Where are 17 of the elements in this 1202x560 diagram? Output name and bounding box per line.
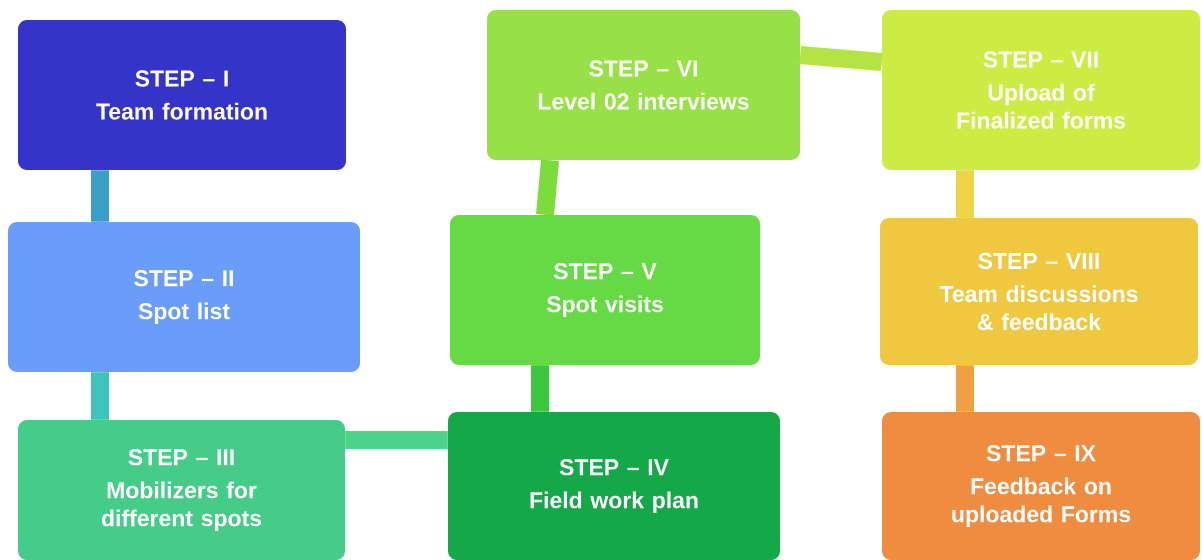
connector-bar: [799, 46, 883, 71]
step-box: STEP – IX Feedback on uploaded Forms: [882, 412, 1200, 560]
step-box: STEP – III Mobilizers for different spots: [18, 420, 345, 560]
step-box: STEP – VIII Team discussions & feedback: [880, 218, 1198, 365]
connector-bar: [956, 365, 974, 412]
step-box: STEP – V Spot visits: [450, 215, 760, 365]
connector-bar: [536, 159, 559, 216]
step-box: STEP – II Spot list: [8, 222, 360, 372]
connector-bar: [91, 372, 109, 420]
step-box: STEP – VII Upload of Finalized forms: [882, 10, 1200, 170]
connector-bar: [531, 365, 549, 412]
step-box: STEP – VI Level 02 interviews: [487, 10, 800, 160]
connector-bar: [345, 431, 448, 449]
connector-bar: [91, 170, 109, 222]
connector-bar: [956, 170, 974, 218]
step-box: STEP – IV Field work plan: [448, 412, 780, 560]
step-box: STEP – I Team formation: [18, 20, 346, 170]
